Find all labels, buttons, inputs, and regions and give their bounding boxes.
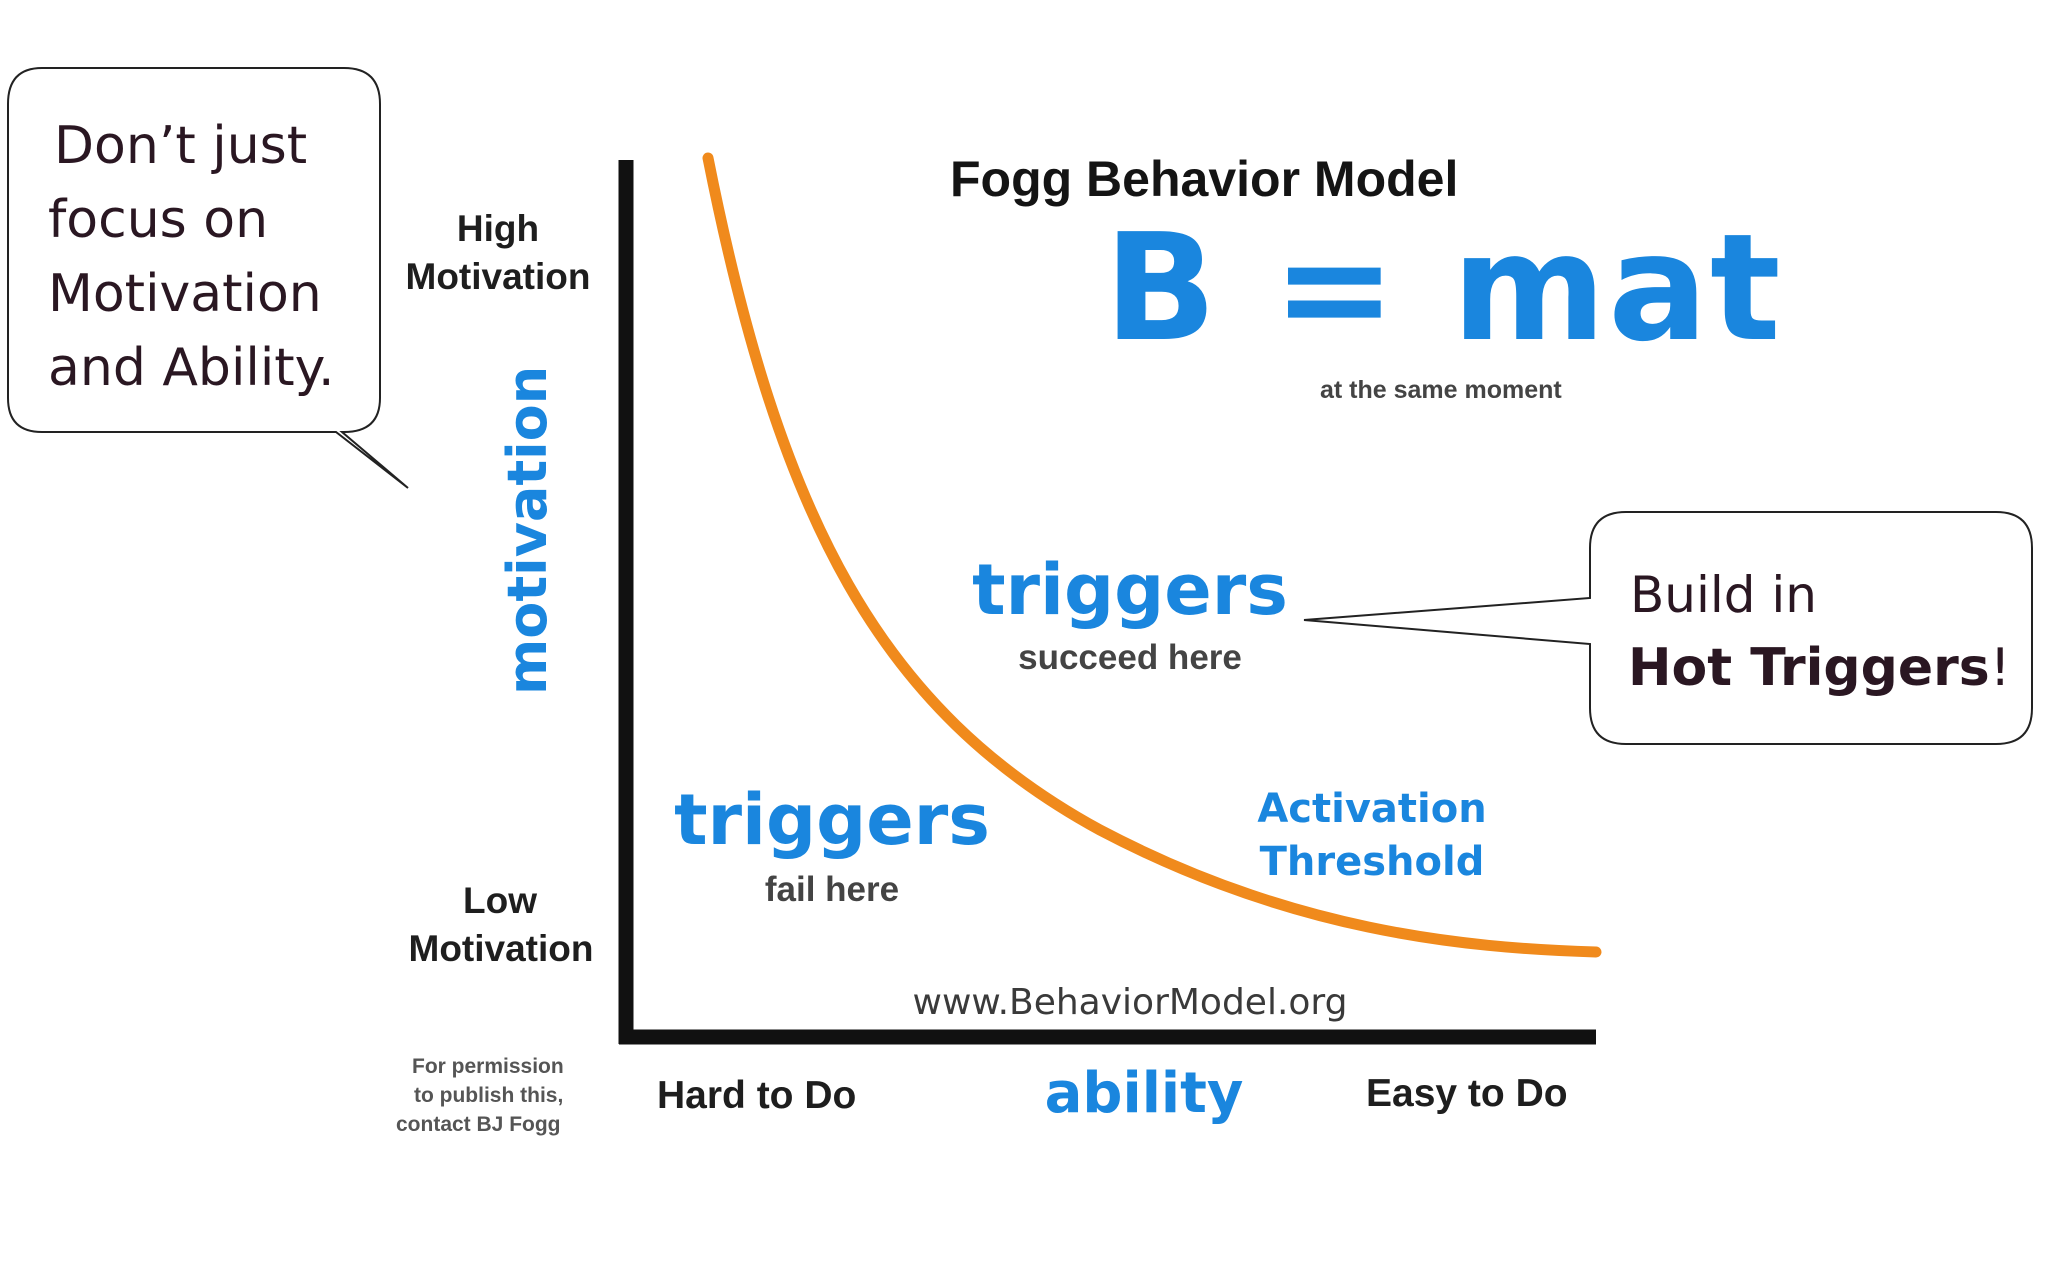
high-motivation-line-1: High [456, 208, 540, 249]
right-bubble-line-2: Hot Triggers! [1628, 642, 2011, 694]
x-label-easy-to-do: Easy to Do [1366, 1072, 1568, 1115]
permission-line-2: to publish this, [414, 1084, 564, 1107]
left-bubble-line-3: Motivation [48, 264, 322, 324]
right-bubble-line-1: Build in [1630, 566, 1817, 624]
activation-threshold-line-2: Threshold [1259, 839, 1485, 885]
triggers-fail-note: fail here [764, 870, 900, 909]
left-bubble-line-2: focus on [48, 190, 269, 250]
low-motivation-line-2: Motivation [408, 928, 594, 969]
hot-triggers-emphasis: Hot Triggers [1628, 638, 1990, 698]
activation-threshold-curve [702, 152, 1602, 958]
left-speech-bubble [7, 67, 409, 489]
triggers-fail-word: triggers [674, 779, 990, 861]
left-bubble-line-1: Don’t just [54, 116, 308, 176]
left-bubble-line-4: and Ability. [48, 338, 335, 398]
x-label-hard-to-do: Hard to Do [657, 1074, 857, 1117]
right-speech-bubble [1303, 511, 2033, 745]
website-url: www.BehaviorModel.org [912, 982, 1348, 1023]
formula-note: at the same moment [1320, 376, 1562, 404]
low-motivation-line-1: Low [463, 880, 537, 921]
permission-line-1: For permission [412, 1055, 564, 1078]
triggers-succeed-word: triggers [972, 549, 1288, 631]
x-axis-label-ability: ability [1044, 1061, 1244, 1126]
hot-triggers-suffix: ! [1989, 638, 2011, 698]
formula: B = mat [1104, 202, 1783, 374]
y-axis-label-motivation: motivation [496, 365, 559, 695]
permission-line-3: contact BJ Fogg [396, 1113, 561, 1136]
model-title: Fogg Behavior Model [950, 151, 1459, 207]
high-motivation-line-2: Motivation [405, 256, 591, 297]
triggers-succeed-note: succeed here [1018, 638, 1242, 677]
activation-threshold-line-1: Activation [1257, 786, 1487, 832]
